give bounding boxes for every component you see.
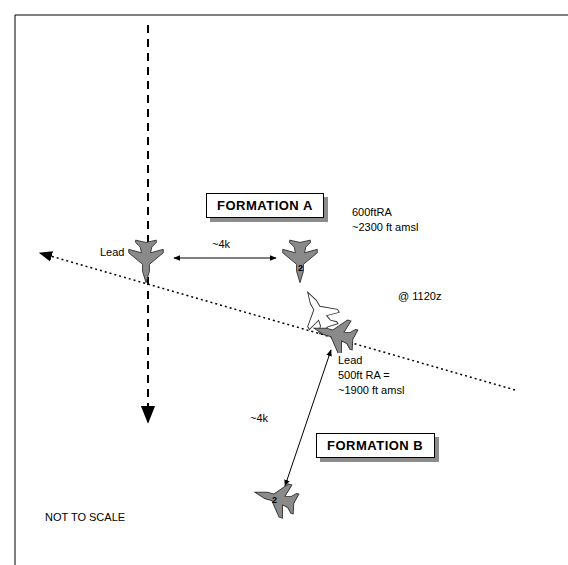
jet-icon [309, 312, 359, 357]
track-line [147, 25, 149, 422]
jet-icon [283, 240, 318, 283]
distance-arrow [285, 350, 331, 486]
callout-number: 2 [298, 262, 303, 274]
formation-box: FORMATION B [316, 433, 435, 458]
formation-box: FORMATION A [206, 193, 324, 218]
jet-icon [250, 476, 300, 521]
distance-label: ~4k [212, 237, 230, 252]
scale-note: NOT TO SCALE [45, 510, 125, 525]
callout-number: 2 [272, 494, 277, 506]
frame-line [15, 15, 16, 565]
height-note: 600ftRA ~2300 ft amsl [352, 205, 422, 235]
distance-label: ~4k [250, 411, 268, 426]
lead-label: Lead [100, 245, 124, 260]
distance-arrow [174, 258, 276, 259]
time-note: @ 1120z [398, 289, 441, 304]
jet-icon [129, 240, 164, 283]
track-line [40, 253, 515, 390]
frame-line [15, 15, 568, 16]
lead-label: Lead [338, 353, 362, 368]
formation-title: FORMATION A [217, 198, 313, 213]
formation-title: FORMATION B [327, 438, 424, 453]
height-note: 500ft RA = ~1900 ft amsl [338, 368, 416, 398]
